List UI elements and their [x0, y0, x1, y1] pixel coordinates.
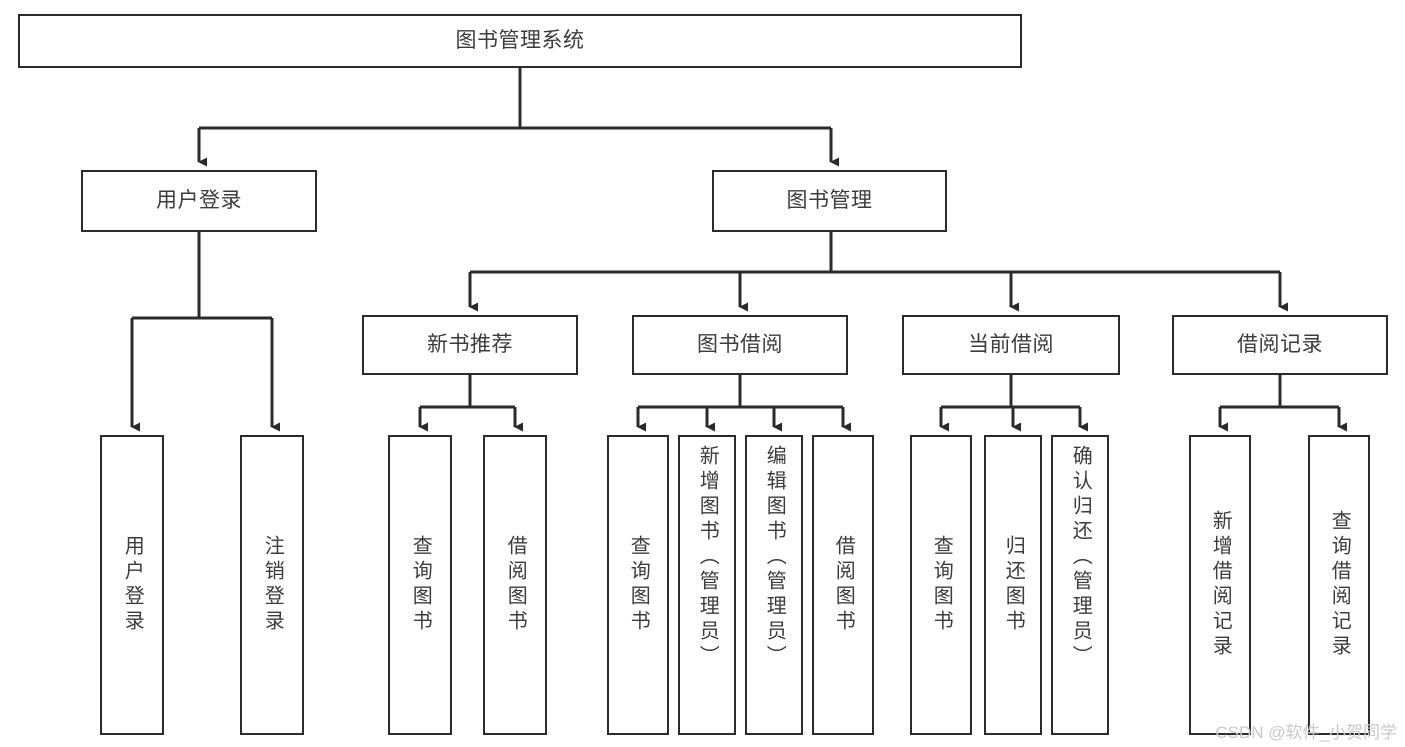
- node-leaf-borrow-book-2-label: 借阅图书: [832, 535, 855, 635]
- node-user-login[interactable]: 用户登录: [81, 170, 317, 232]
- node-book-manage[interactable]: 图书管理: [712, 170, 947, 232]
- node-leaf-logout-label: 注销登录: [261, 535, 284, 635]
- node-leaf-return-book[interactable]: 归还图书: [984, 435, 1042, 735]
- node-leaf-edit-book-label: 编辑图书（管理员）: [763, 445, 786, 670]
- node-leaf-query-book-1[interactable]: 查询图书: [388, 435, 452, 735]
- node-borrow-record[interactable]: 借阅记录: [1172, 315, 1388, 375]
- node-leaf-query-book-3-label: 查询图书: [930, 535, 953, 635]
- node-leaf-return-book-label: 归还图书: [1002, 535, 1025, 635]
- node-root[interactable]: 图书管理系统: [18, 14, 1022, 68]
- node-current-borrow-label: 当前借阅: [968, 333, 1054, 357]
- node-leaf-edit-book[interactable]: 编辑图书（管理员）: [745, 435, 803, 735]
- node-leaf-logout[interactable]: 注销登录: [240, 435, 304, 735]
- node-leaf-confirm-return[interactable]: 确认归还（管理员）: [1051, 435, 1109, 735]
- node-current-borrow[interactable]: 当前借阅: [902, 315, 1120, 375]
- node-book-borrow[interactable]: 图书借阅: [632, 315, 848, 375]
- node-leaf-query-book-1-label: 查询图书: [409, 535, 432, 635]
- node-leaf-query-book-3[interactable]: 查询图书: [910, 435, 972, 735]
- node-leaf-query-record-label: 查询借阅记录: [1328, 510, 1351, 660]
- node-leaf-borrow-book-2[interactable]: 借阅图书: [812, 435, 874, 735]
- node-new-book-recommend[interactable]: 新书推荐: [362, 315, 578, 375]
- node-borrow-record-label: 借阅记录: [1237, 333, 1323, 357]
- watermark: CSDN @软件_小贺同学: [1215, 723, 1397, 742]
- node-book-borrow-label: 图书借阅: [697, 333, 783, 357]
- node-leaf-add-record[interactable]: 新增借阅记录: [1189, 435, 1251, 735]
- node-user-login-label: 用户登录: [156, 189, 242, 213]
- node-new-book-recommend-label: 新书推荐: [427, 333, 513, 357]
- node-leaf-user-login[interactable]: 用户登录: [100, 435, 164, 735]
- node-book-manage-label: 图书管理: [786, 189, 873, 213]
- node-leaf-borrow-book-1[interactable]: 借阅图书: [483, 435, 547, 735]
- node-root-label: 图书管理系统: [455, 29, 585, 53]
- node-leaf-query-book-2-label: 查询图书: [627, 535, 650, 635]
- node-leaf-add-book[interactable]: 新增图书（管理员）: [678, 435, 736, 735]
- node-leaf-borrow-book-1-label: 借阅图书: [504, 535, 527, 635]
- node-leaf-query-book-2[interactable]: 查询图书: [607, 435, 669, 735]
- node-leaf-confirm-return-label: 确认归还（管理员）: [1069, 445, 1092, 670]
- node-leaf-add-book-label: 新增图书（管理员）: [696, 445, 719, 670]
- node-leaf-user-login-label: 用户登录: [121, 535, 144, 635]
- node-leaf-add-record-label: 新增借阅记录: [1209, 510, 1232, 660]
- node-leaf-query-record[interactable]: 查询借阅记录: [1308, 435, 1370, 735]
